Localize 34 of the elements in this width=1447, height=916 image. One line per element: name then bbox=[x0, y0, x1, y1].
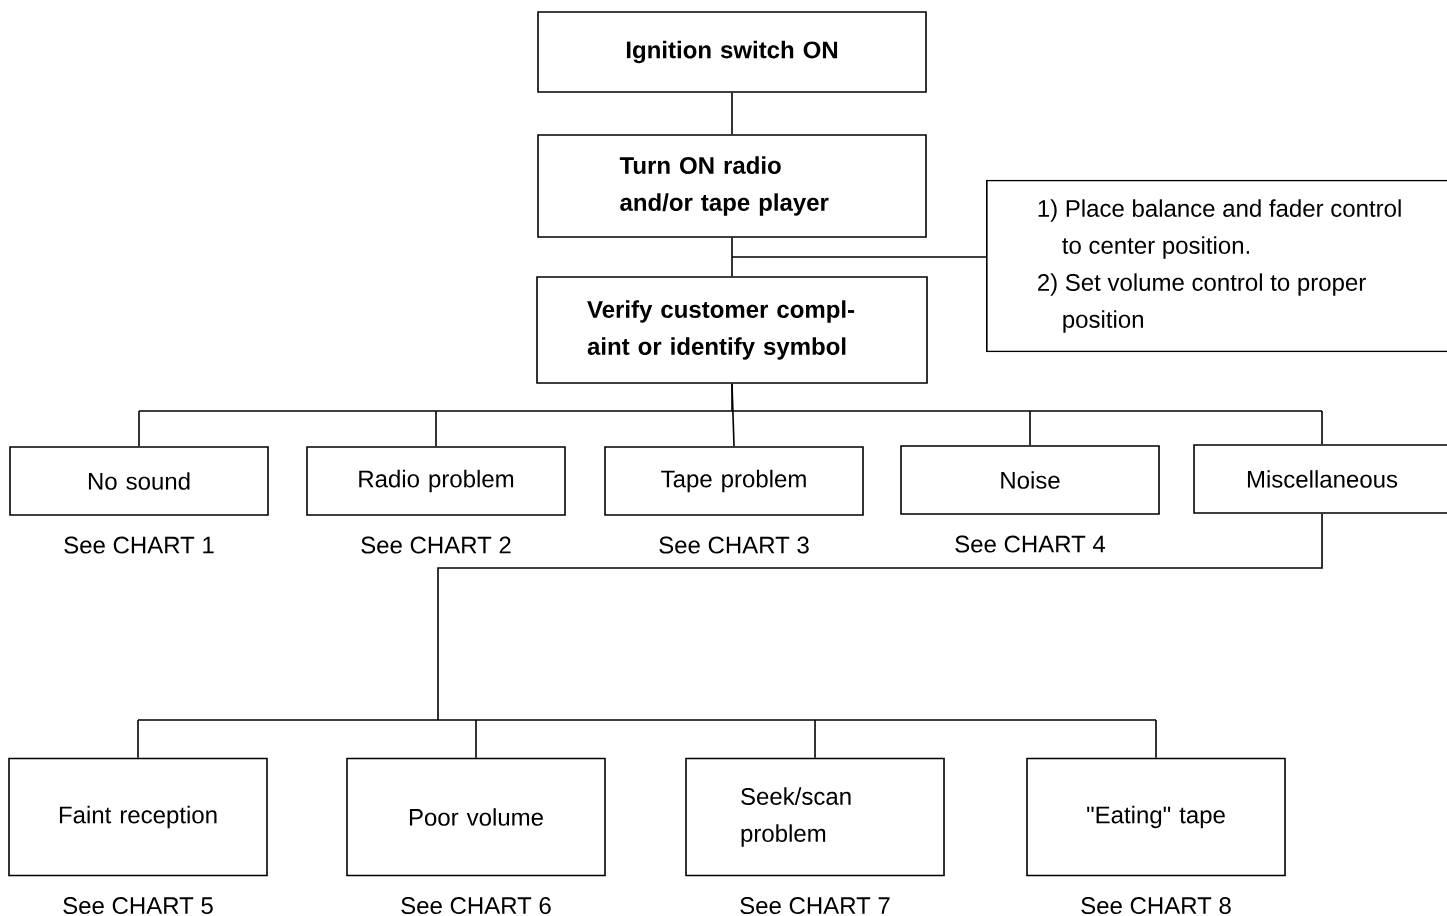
connector-line bbox=[138, 410, 140, 447]
process-box: Faint reception bbox=[8, 757, 268, 877]
chart-reference: See CHART 8 bbox=[1081, 897, 1231, 915]
note-box: 1) Place balance and fader control to center position. 2) Set volume control to proper position bbox=[986, 179, 1447, 353]
connector-line bbox=[731, 92, 733, 135]
chart-reference: See CHART 2 bbox=[361, 536, 511, 554]
process-box: Miscellaneous bbox=[1193, 444, 1447, 514]
process-box: Turn ON radio and/or tape player bbox=[537, 134, 927, 238]
chart-reference: See CHART 5 bbox=[63, 897, 213, 915]
process-box: "Eating" tape bbox=[1026, 757, 1286, 877]
process-box: Poor volume bbox=[346, 757, 606, 877]
connector-line bbox=[1321, 410, 1323, 445]
chart-reference: See CHART 1 bbox=[64, 536, 214, 554]
connector-line bbox=[435, 410, 437, 447]
chart-reference: See CHART 3 bbox=[659, 536, 809, 554]
connector-line bbox=[731, 256, 987, 258]
process-box: Seek/scan problem bbox=[685, 757, 945, 877]
process-box: Ignition switch ON bbox=[537, 11, 927, 93]
process-box: Tape problem bbox=[604, 446, 864, 516]
connector-line bbox=[475, 719, 477, 759]
connector-line bbox=[731, 383, 735, 447]
chart-reference: See CHART 6 bbox=[401, 897, 551, 915]
process-box: Radio problem bbox=[306, 446, 566, 516]
process-box: Verify customer compl- aint or identify symbol bbox=[536, 276, 928, 384]
connector-line bbox=[814, 719, 816, 759]
chart-reference: See CHART 4 bbox=[955, 535, 1106, 553]
connector-line bbox=[1029, 410, 1031, 446]
process-box: Noise bbox=[900, 445, 1160, 515]
connector-line bbox=[731, 237, 733, 277]
connector-line bbox=[1155, 719, 1157, 759]
connector-line bbox=[137, 719, 139, 759]
connector-line bbox=[137, 513, 1323, 721]
process-box: No sound bbox=[9, 446, 269, 516]
chart-reference: See CHART 7 bbox=[740, 897, 890, 915]
